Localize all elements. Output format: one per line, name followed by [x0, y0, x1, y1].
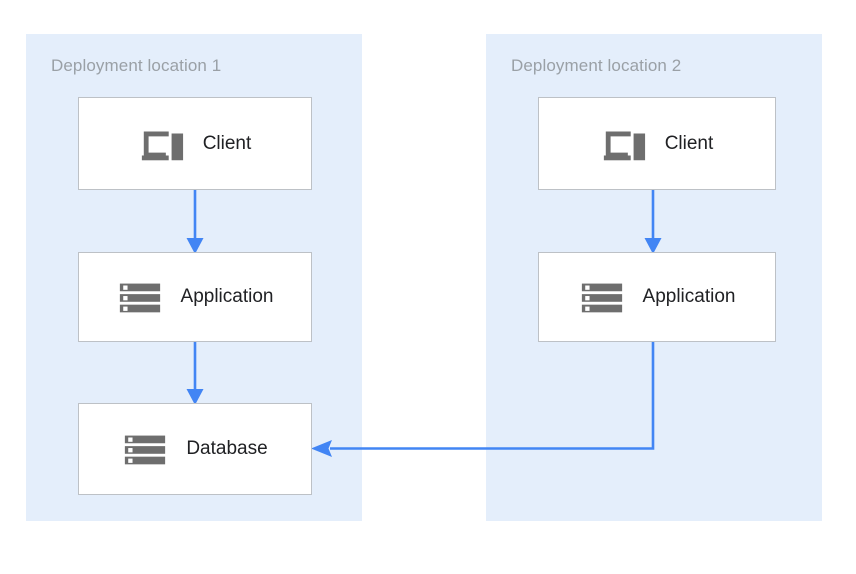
node-client-1-label: Client — [202, 132, 252, 154]
server-icon — [581, 283, 622, 313]
node-application-1-label: Application — [180, 286, 274, 307]
node-client-2[interactable]: Client — [538, 97, 776, 190]
node-application-1[interactable]: Application — [78, 252, 312, 342]
server-icon — [125, 435, 166, 465]
server-icon — [119, 283, 160, 313]
devices-icon — [603, 131, 645, 160]
deployment-zone-2-label: Deployment location 2 — [511, 56, 682, 75]
node-application-2[interactable]: Application — [538, 252, 776, 342]
node-client-2-label: Client — [664, 132, 714, 154]
node-database-1[interactable]: Database — [78, 403, 312, 495]
node-application-2-label: Application — [642, 286, 736, 307]
devices-icon — [141, 131, 183, 160]
node-database-1-label: Database — [186, 438, 268, 459]
deployment-zone-1-label: Deployment location 1 — [51, 56, 222, 75]
node-client-1[interactable]: Client — [78, 97, 312, 190]
